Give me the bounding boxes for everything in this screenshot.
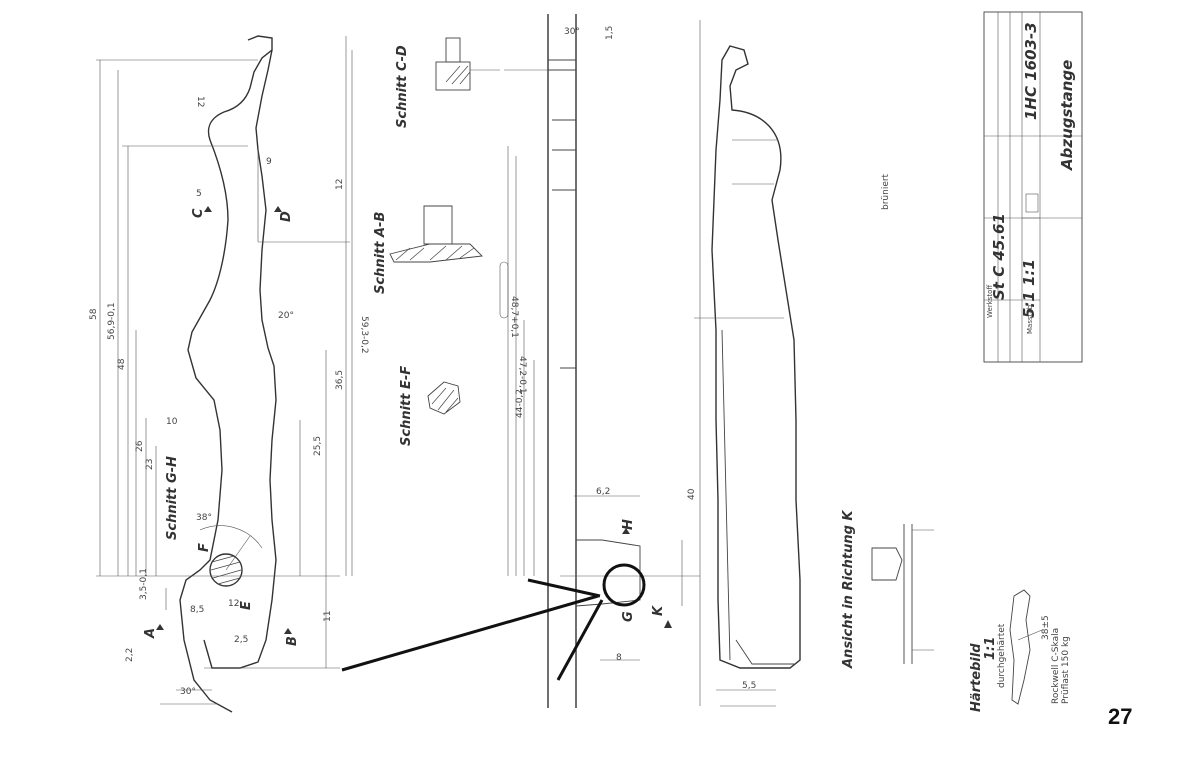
marker-k: K <box>651 605 666 616</box>
marker-f: F <box>197 543 212 552</box>
marker-d: D <box>279 211 294 222</box>
surface-note: brüniert <box>881 173 891 210</box>
pivot-bore <box>199 525 263 587</box>
dim-12a: 12 <box>195 96 205 107</box>
middle-side-view: 1,5 44-0,2 48,7+0,1 47,2-0,1 40 8 6,2 H … <box>499 14 701 708</box>
dim-44: 44-0,2 <box>515 389 525 418</box>
dim-59-3: 59,3-0,2 <box>359 316 369 354</box>
dim-9: 9 <box>266 157 272 167</box>
marker-b: B <box>285 636 300 646</box>
marker-c: C <box>191 208 206 218</box>
pruflast-note: Prüflast 150 kg <box>1061 636 1071 704</box>
drawing-number: 1HC 1603-3 <box>1022 22 1040 120</box>
marker-g: G <box>621 611 636 622</box>
dim-38: 38° <box>196 513 212 523</box>
dim-5-5: 5,5 <box>742 681 756 691</box>
dim-6-2: 6,2 <box>596 487 610 497</box>
dim-1-5: 1,5 <box>605 26 615 40</box>
view-k-label: Ansicht in Richtung K <box>841 510 856 669</box>
main-part-outline <box>122 35 350 713</box>
dim-12c: 12 <box>228 599 239 609</box>
scale: 5:1 1:1 <box>1020 259 1038 318</box>
dimension-lines-left <box>96 36 353 705</box>
dim-2-2: 2,2 <box>125 648 135 662</box>
highlight-annotation <box>341 563 646 681</box>
hardness-scale: 1:1 <box>983 637 998 660</box>
dim-30a: 30° <box>180 687 196 697</box>
section-cd-label: Schnitt C-D <box>395 45 410 128</box>
dim-47-2: 47,2-0,1 <box>517 356 527 394</box>
left-view-labels: 58 56,9-0,1 48 26 23 3,5-0,1 2,2 12 5 9 … <box>89 27 580 697</box>
dim-23: 23 <box>145 459 155 470</box>
section-ef-view: Schnitt E-F <box>399 366 461 446</box>
dim-26: 26 <box>135 440 145 452</box>
hardness-label: Härtebild <box>969 643 984 712</box>
dim-11: 11 <box>323 611 333 622</box>
hardness-value: 38±5 <box>1041 615 1051 640</box>
dim-48-7: 48,7+0,1 <box>509 296 519 338</box>
dim-30b: 30° <box>564 27 580 37</box>
section-cd-view: Schnitt C-D <box>395 37 500 128</box>
marker-a: A <box>143 628 158 639</box>
dim-40: 40 <box>687 488 697 500</box>
section-gh-label: Schnitt G-H <box>165 456 180 540</box>
dim-58: 58 <box>89 308 99 320</box>
section-ef-label: Schnitt E-F <box>399 366 414 446</box>
dim-3-5: 3,5-0,1 <box>139 568 149 600</box>
dim-48: 48 <box>117 358 127 370</box>
view-k: Ansicht in Richtung K <box>841 510 934 669</box>
title-block: Werkstoff St C 45.61 Masstab 5:1 1:1 1HC… <box>983 11 1083 363</box>
hardness-note: durchgehärtet <box>997 623 1007 688</box>
dim-12b: 12 <box>335 179 345 190</box>
dim-8-5: 8,5 <box>190 605 204 615</box>
section-ab-label: Schnitt A-B <box>373 212 388 294</box>
dim-36-5: 36,5 <box>335 370 345 390</box>
material: St C 45.61 <box>990 213 1008 300</box>
werkstoff-label: Werkstoff <box>986 285 994 318</box>
marker-e: E <box>239 601 254 610</box>
section-ab-view: Schnitt A-B <box>373 205 483 294</box>
dim-20: 20° <box>278 311 294 321</box>
page-number: 27 <box>1108 704 1133 729</box>
dim-5: 5 <box>196 189 202 199</box>
right-silhouette-view: 5,5 brüniert <box>694 45 891 707</box>
masstab-label: Masstab <box>1026 304 1034 334</box>
dim-8: 8 <box>616 653 622 663</box>
part-name: Abzugstange <box>1058 60 1076 171</box>
highlight-circle <box>602 563 646 607</box>
marker-h: H <box>621 519 636 530</box>
dim-25-5: 25,5 <box>313 436 323 456</box>
dim-56-9: 56,9-0,1 <box>107 302 117 340</box>
dim-2-5: 2,5 <box>234 635 248 645</box>
dim-10: 10 <box>166 417 178 427</box>
rockwell-note: Rockwell C-Skala <box>1051 628 1061 704</box>
hardness-pattern: Härtebild 1:1 durchgehärtet 38±5 Rockwel… <box>969 589 1071 712</box>
